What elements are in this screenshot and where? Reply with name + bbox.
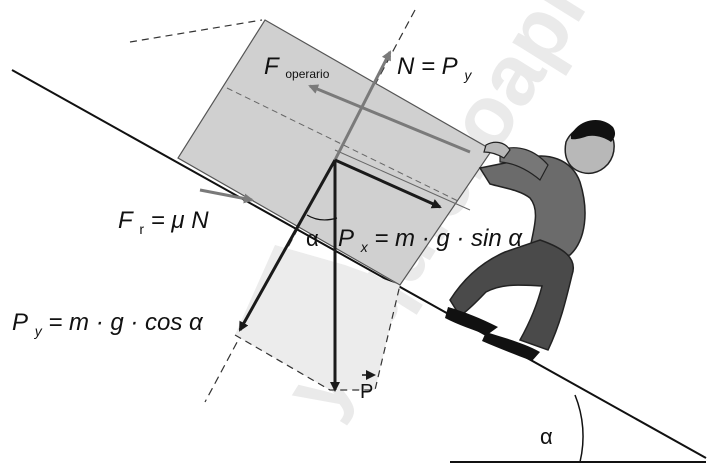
box-main <box>177 19 493 286</box>
alpha-box-label: α <box>306 226 319 251</box>
friction-rhs: = μ N <box>151 207 210 234</box>
box-back-edge <box>334 149 471 211</box>
alpha-ground-label: α <box>540 424 553 449</box>
py-rhs: = m · g · cos α <box>48 309 204 336</box>
friction-subscript: r <box>139 221 144 237</box>
weight-label-group: P <box>360 370 376 403</box>
px-subscript: x <box>360 239 369 255</box>
person-hand <box>483 141 511 159</box>
friction-label: F r = μ N <box>118 207 209 240</box>
person-arm <box>499 147 549 181</box>
decomposition-dashed <box>234 284 401 391</box>
py-label: P y = m · g · cos α <box>12 309 204 342</box>
px-symbol: P <box>338 225 354 252</box>
person-hair <box>571 120 616 142</box>
py-arrow <box>238 159 337 332</box>
operator-person <box>445 120 616 361</box>
py-symbol: P <box>12 309 28 336</box>
f-operario-label: F operario <box>264 53 330 81</box>
friction-arrow <box>199 188 254 204</box>
angle-arc-ground <box>574 394 584 463</box>
projection-shading <box>235 245 400 390</box>
f-operario-symbol: F <box>264 53 280 80</box>
person-back-shoe <box>445 307 498 335</box>
px-label: P x = m · g · sin α <box>338 225 523 258</box>
f-operario-subscript: operario <box>285 67 329 81</box>
box-top-dashed-guide <box>129 19 263 43</box>
person-front-shoe <box>482 332 540 361</box>
angle-arc-box <box>306 214 338 221</box>
friction-symbol: F <box>118 207 134 234</box>
px-rhs: = m · g · sin α <box>374 225 523 252</box>
normal-force-label: N = P y <box>397 53 472 83</box>
normal-force-subscript: y <box>463 67 472 83</box>
weight-label: P <box>360 381 373 403</box>
f-operario-arrow <box>308 84 471 154</box>
py-subscript: y <box>34 323 43 339</box>
normal-force-text: N = P <box>397 53 458 80</box>
box-inner-line <box>226 87 461 203</box>
px-arrow <box>334 158 442 209</box>
incline-line <box>11 69 707 459</box>
normal-force-arrow <box>333 50 392 161</box>
person-pants <box>449 239 575 351</box>
